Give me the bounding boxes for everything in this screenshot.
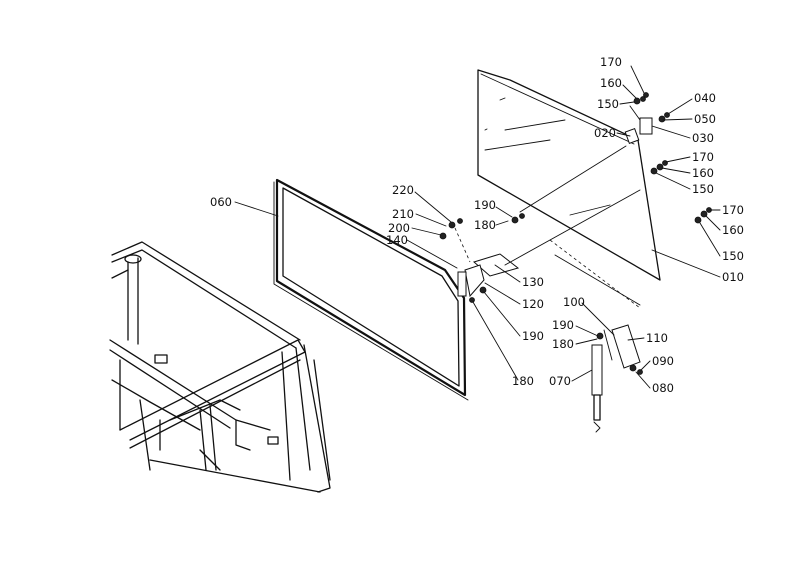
callout-050: 050 [694,112,716,126]
callout-160-low: 160 [722,223,744,237]
callout-070: 070 [549,374,571,388]
latch-assembly [439,145,641,303]
callout-180-upper: 180 [474,218,496,232]
callout-060: 060 [210,195,232,209]
callout-180-middle: 180 [512,374,534,388]
upper-hinge-assembly [624,92,712,224]
callout-190-upper: 190 [474,198,496,212]
callout-110: 110 [646,331,668,345]
callout-170-low: 170 [722,203,744,217]
callout-080: 080 [652,381,674,395]
callout-150-low: 150 [722,249,744,263]
callout-040: 040 [694,91,716,105]
leader-lines [234,65,721,389]
callout-120: 120 [522,297,544,311]
callout-090: 090 [652,354,674,368]
callout-020: 020 [594,126,616,140]
callout-190-middle: 190 [522,329,544,343]
glass-panel [477,69,661,281]
window-seal-gasket [273,178,469,401]
callout-160-top: 160 [600,76,622,90]
callout-140: 140 [386,233,408,247]
cab-frame [109,241,331,493]
callout-170-mid: 170 [692,150,714,164]
callout-160-mid: 160 [692,166,714,180]
callout-190-lower: 190 [552,318,574,332]
callout-150-top: 150 [597,97,619,111]
callout-220: 220 [392,183,414,197]
callout-100: 100 [563,295,585,309]
callout-010: 010 [722,270,744,284]
callout-180-lower: 180 [552,337,574,351]
callout-210: 210 [392,207,414,221]
gas-strut-assembly [549,239,643,433]
callout-labels: 170 160 150 040 050 030 020 170 160 150 … [210,55,744,395]
callout-130: 130 [522,275,544,289]
callout-170-top: 170 [600,55,622,69]
callout-030: 030 [692,131,714,145]
callout-200: 200 [388,221,410,235]
callout-150-mid: 150 [692,182,714,196]
